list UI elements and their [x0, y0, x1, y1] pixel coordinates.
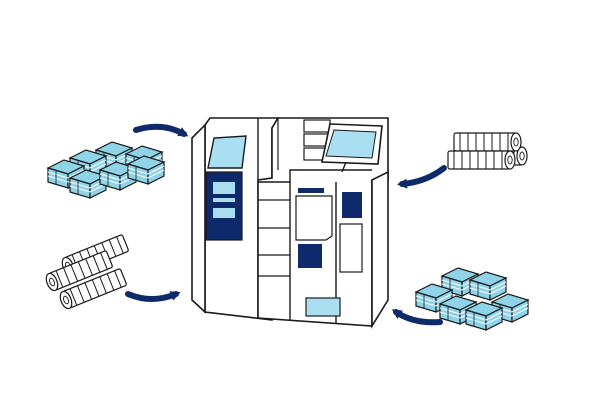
- arrow-icon: [133, 123, 189, 137]
- coin-rolls-icon: [447, 132, 528, 170]
- customer-screen: [207, 135, 247, 169]
- coin-rolls-icon: [43, 233, 130, 311]
- banknote-bundles-icon: [47, 141, 165, 199]
- cash-recycler-machine-icon: [191, 117, 389, 329]
- arrow-icon: [391, 309, 443, 326]
- arrow-icon: [397, 165, 447, 189]
- receipt-slot: [342, 192, 362, 218]
- arrow-icon: [125, 291, 181, 302]
- coin-slot: [298, 244, 322, 268]
- dispenser-tray: [305, 297, 341, 317]
